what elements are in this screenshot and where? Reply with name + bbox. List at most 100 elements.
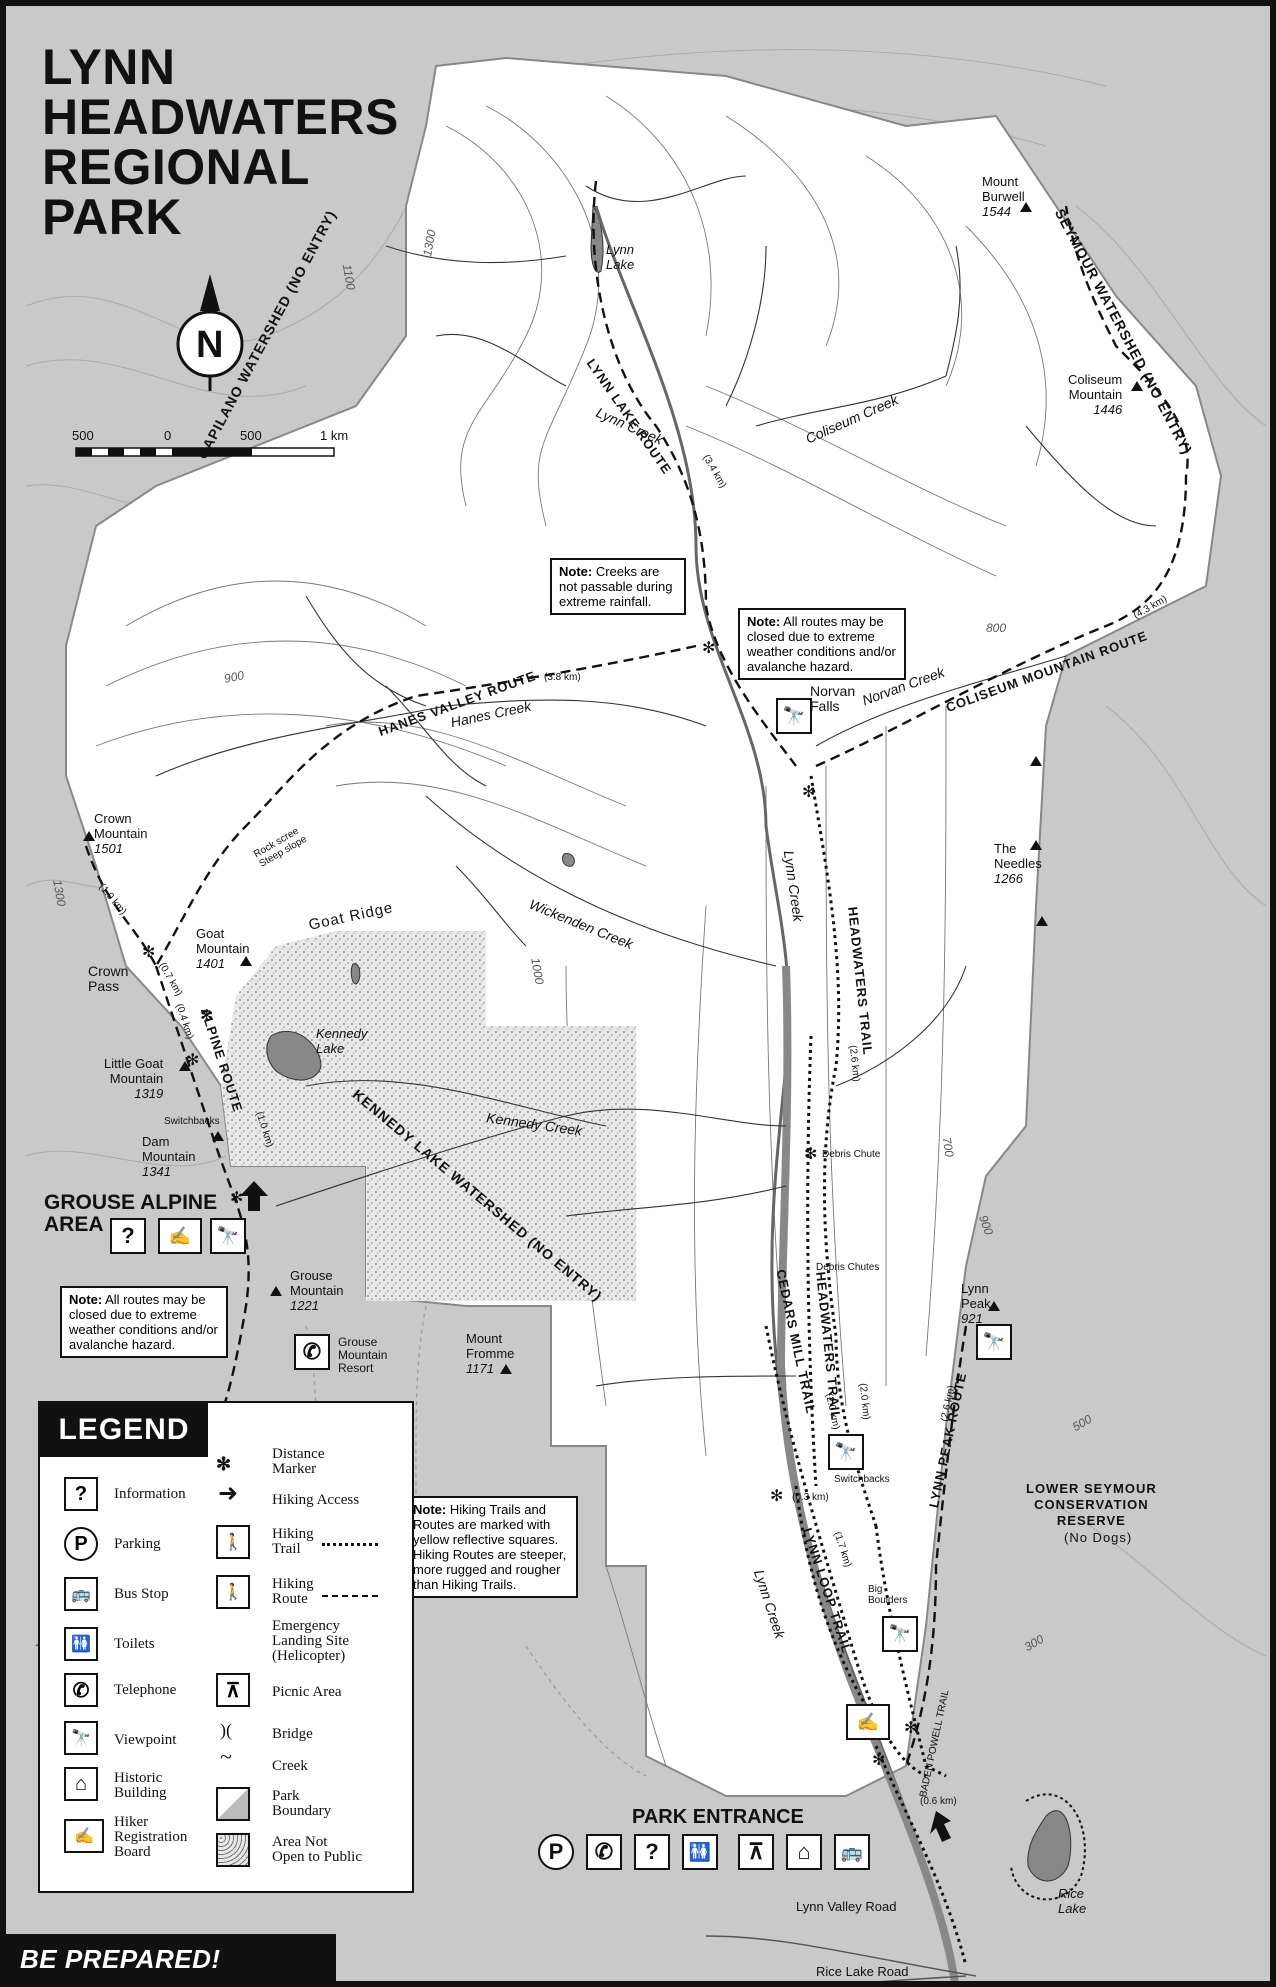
tributary-creeks: [155, 175, 1157, 1387]
title-line-2: HEADWATERS: [42, 89, 399, 145]
distance-marker-icon: ✻: [200, 1008, 214, 1025]
distance-marker-icon: ✻: [804, 1146, 818, 1163]
closed-area: [221, 931, 636, 1301]
legend-viewpoint-icon: 🔭: [64, 1721, 98, 1755]
legend-hiking-trail-line: [322, 1543, 378, 1546]
dist-06-label: (0.6 km): [920, 1796, 957, 1807]
park-entrance-label: PARK ENTRANCE: [632, 1806, 804, 1828]
access-arrows: [240, 1181, 951, 1842]
scale-tick-0: 0: [164, 428, 172, 443]
grouse-resort-label: Grouse Mountain Resort: [338, 1335, 388, 1375]
viewpoint-icon[interactable]: 🔭: [882, 1616, 918, 1652]
legend: LEGEND ? Information P Parking 🚌 Bus Sto…: [38, 1401, 414, 1893]
legend-bus-stop-label: Bus Stop: [114, 1586, 169, 1602]
inside-contours: [95, 95, 1047, 1767]
viewpoint-icon[interactable]: 🔭: [776, 698, 812, 734]
historic-building-icon[interactable]: ⌂: [786, 1834, 822, 1870]
norvan-falls-label: Norvan Falls: [810, 683, 856, 714]
legend-viewpoint-label: Viewpoint: [114, 1732, 177, 1748]
bus-stop-icon[interactable]: 🚌: [834, 1834, 870, 1870]
viewpoint-icon[interactable]: 🔭: [976, 1324, 1012, 1360]
legend-hiking-access-label: Hiking Access: [272, 1492, 360, 1508]
toilets-icon[interactable]: 🚻: [682, 1834, 718, 1870]
telephone-icon[interactable]: ✆: [586, 1834, 622, 1870]
distance-marker-icon: ✻: [230, 1190, 244, 1207]
legend-historic-building-label: Historic Building: [114, 1770, 167, 1801]
north-arrow-graphic: [176, 274, 244, 391]
legend-park-boundary-label: Park Boundary: [272, 1788, 332, 1819]
pond-shape: [561, 852, 575, 867]
legend-bridge-label: Bridge: [272, 1726, 313, 1742]
title-line-3: REGIONAL: [42, 139, 310, 195]
park-title: LYNN HEADWATERS REGIONAL PARK: [42, 42, 399, 242]
parking-icon[interactable]: P: [538, 1834, 574, 1870]
legend-toilets-icon: 🚻: [64, 1627, 98, 1661]
telephone-icon[interactable]: ✆: [294, 1334, 330, 1370]
map-base: [25, 49, 1267, 1981]
info-icon[interactable]: ?: [634, 1834, 670, 1870]
hiker-registration-icon[interactable]: ✍: [846, 1704, 890, 1740]
legend-picnic-icon: ⊼: [216, 1673, 250, 1707]
note-creeks: Note: Creeks are not passable during ext…: [550, 558, 686, 615]
distance-marker-icon: ✻: [802, 784, 816, 801]
north-icon: N: [196, 324, 224, 366]
legend-toilets-label: Toilets: [114, 1636, 155, 1652]
legend-creek-icon: ~: [220, 1744, 232, 1769]
park-boundary-area: [65, 56, 1223, 1797]
legend-closed-area-icon: [216, 1833, 250, 1867]
legend-helicopter-label: Emergency Landing Site (Helicopter): [272, 1618, 350, 1664]
legend-bus-stop-icon: 🚌: [64, 1577, 98, 1611]
hiking-trails: [764, 775, 968, 1967]
switchbacks-alpine-label: Switchbacks: [164, 1116, 220, 1127]
legend-telephone-label: Telephone: [114, 1682, 177, 1698]
legend-info-icon: ?: [64, 1477, 98, 1511]
distance-marker-icon: ✻: [770, 1488, 784, 1505]
note-hiking: Note: Hiking Trails and Routes are marke…: [404, 1496, 578, 1598]
legend-park-boundary-icon: [216, 1787, 250, 1821]
debris-chute-label: Debris Chute: [822, 1149, 881, 1160]
rice-lake-trail: [1010, 1793, 1086, 1901]
note-routes-left: Note: All routes may be closed due to ex…: [60, 1286, 228, 1358]
picnic-icon[interactable]: ⊼: [738, 1834, 774, 1870]
legend-hiker-registration-icon: ✍: [64, 1819, 104, 1853]
rice-lake-road-label: Rice Lake Road: [816, 1964, 909, 1979]
lower-seymour-label: LOWER SEYMOUR CONSERVATION RESERVE: [1026, 1481, 1157, 1528]
info-icon[interactable]: ?: [110, 1218, 146, 1254]
title-line-4: PARK: [42, 189, 182, 245]
viewpoint-icon[interactable]: 🔭: [210, 1218, 246, 1254]
scale-tick-500-right: 500: [240, 428, 262, 443]
distance-marker-icon: ✻: [186, 1052, 200, 1069]
legend-distance-marker-label: Distance Marker: [272, 1446, 325, 1477]
scale-tick-500-left: 500: [72, 428, 94, 443]
legend-hiking-trail-icon: 🚶: [216, 1525, 250, 1559]
legend-hiking-trail-label: Hiking Trail: [272, 1526, 314, 1557]
legend-parking-icon: P: [64, 1527, 98, 1561]
legend-picnic-label: Picnic Area: [272, 1684, 342, 1700]
note-routes-top: Note: All routes may be closed due to ex…: [738, 608, 906, 680]
scale-tick-1km: 1 km: [320, 428, 349, 443]
legend-historic-building-icon: ⌂: [64, 1767, 98, 1801]
hiking-routes: [84, 180, 1189, 1767]
legend-title: LEGEND: [40, 1403, 208, 1457]
legend-hiker-registration-label: Hiker Registration Board: [114, 1814, 188, 1860]
legend-hiking-route-line: [322, 1595, 378, 1597]
be-prepared-banner: BE PREPARED! PLEASE:: [6, 1934, 336, 1981]
legend-creek-label: Creek: [272, 1758, 308, 1774]
hiker-registration-icon[interactable]: ✍: [158, 1218, 202, 1254]
legend-closed-area-label: Area Not Open to Public: [272, 1834, 362, 1865]
legend-telephone-icon: ✆: [64, 1673, 98, 1707]
legend-hiking-access-icon: ➜: [218, 1481, 239, 1507]
distance-marker-icon: ✻: [702, 640, 716, 657]
title-line-1: LYNN: [42, 39, 176, 95]
lynn-valley-road-label: Lynn Valley Road: [796, 1899, 897, 1914]
rice-lake-shape: [1027, 1810, 1072, 1882]
legend-hiking-route-icon: 🚶: [216, 1575, 250, 1609]
scale-bar-graphic: [75, 447, 335, 457]
crown-pass-label: Crown Pass: [88, 963, 129, 994]
viewpoint-icon[interactable]: 🔭: [828, 1434, 864, 1470]
